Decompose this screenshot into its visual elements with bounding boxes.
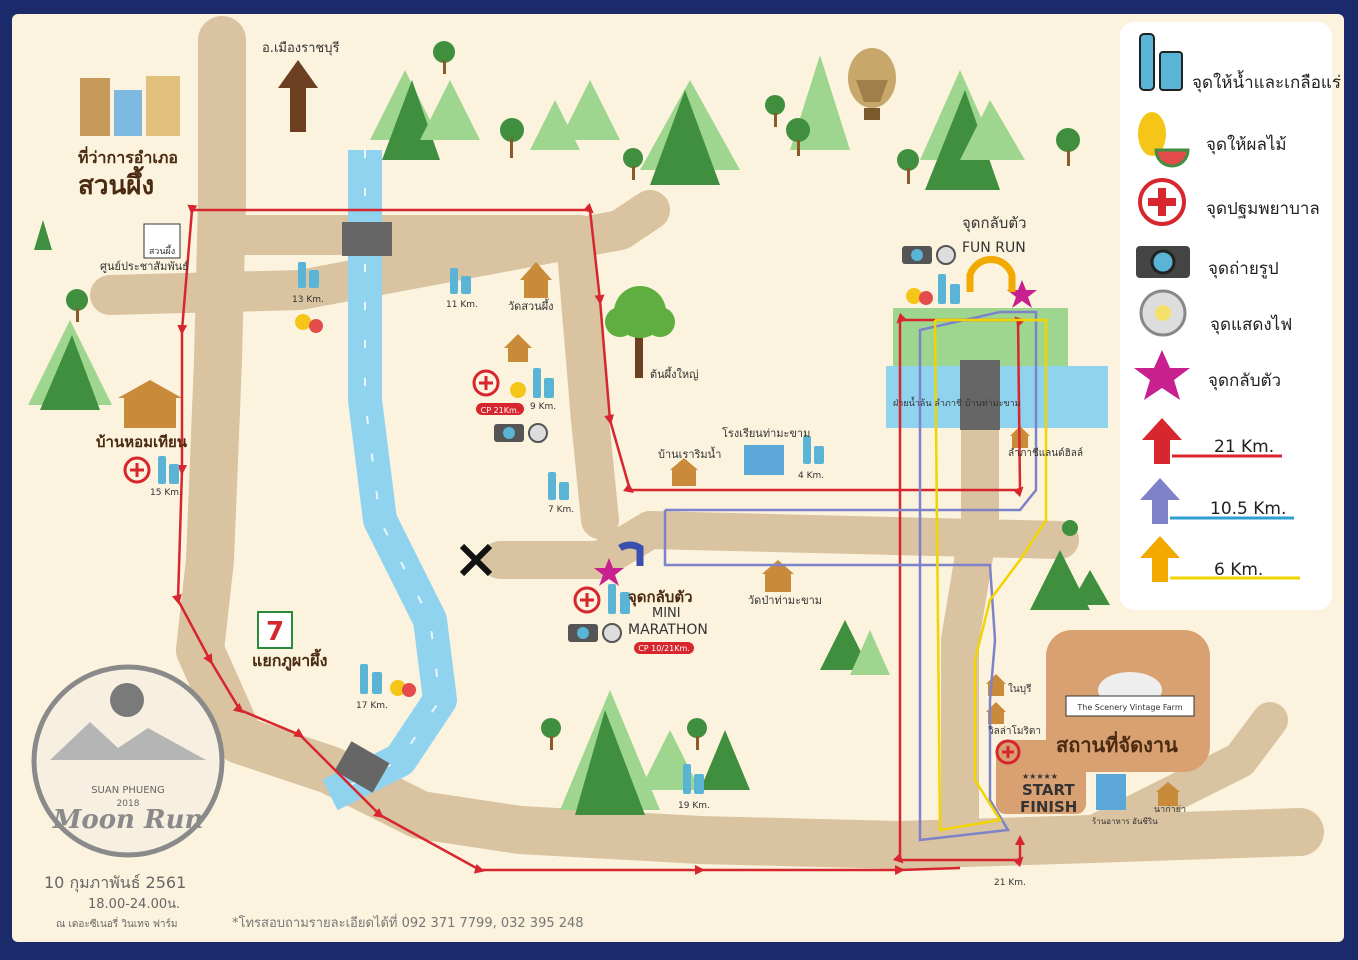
weir — [960, 360, 1000, 430]
i-love-sign-label: สวนผึ้ง — [149, 244, 175, 257]
wat-pa-label: วัดป่าท่ามะขาม — [748, 594, 822, 607]
legend-panel: จุดให้น้ำและเกลือแร่ จุดให้ผลไม้ จุดปฐมพ… — [1120, 22, 1341, 610]
villa-label: วิลล่าโมริตา — [988, 724, 1041, 737]
legend-route-10-5: 10.5 Km. — [1140, 478, 1294, 524]
big-tree-label: ต้นผึ้งใหญ่ — [650, 366, 698, 381]
legend-item-star: จุดกลับตัว — [1134, 350, 1281, 400]
star-icon — [1134, 350, 1190, 400]
event-time: 18.00-24.00น. — [88, 897, 180, 912]
route-6km — [933, 318, 1048, 832]
blue-arrow-icon — [1140, 478, 1180, 524]
water-station-icons — [158, 262, 960, 794]
legend-label-10-5: 10.5 Km. — [1210, 499, 1286, 519]
legend-item-water: จุดให้น้ำและเกลือแร่ — [1139, 33, 1341, 93]
turnaround-star-funrun — [1007, 280, 1037, 308]
bridge-north — [342, 222, 392, 256]
svg-text:7: 7 — [266, 617, 284, 647]
badge-brand: SUAN PHUENG — [91, 785, 165, 796]
legend-label-light: จุดแสดงไฟ — [1210, 314, 1292, 335]
km13-label: 13 Km. — [292, 295, 324, 305]
district-office-buildings-icon — [80, 76, 180, 136]
ban-riverside-label: บ้านเราริมน้ำ — [658, 446, 721, 461]
u-turn-icon-funrun — [966, 256, 1016, 292]
legend-route-21: 21 Km. — [1142, 418, 1282, 464]
cp-mini-badge — [634, 642, 694, 654]
turnaround-star-mini — [594, 558, 624, 586]
km7-label: 7 Km. — [548, 505, 574, 515]
ban-hom-label: บ้านหอมเทียน — [96, 433, 188, 451]
red-arrow-icon — [1142, 418, 1182, 464]
school-label: โรงเรียนท่ามะขาม — [722, 426, 810, 440]
district-office-line1: ที่ว่าการอำเภอ — [78, 146, 178, 167]
ban-burin-label: ในบุรี — [1008, 683, 1032, 695]
school-icon — [744, 445, 784, 475]
moon-run-badge: SUAN PHUENG 2018 Moon Run — [31, 664, 225, 858]
mini-turn-label: จุดกลับตัว — [628, 588, 693, 607]
fun-run-turn-label: จุดกลับตัว — [962, 214, 1027, 233]
finish-label: FINISH — [1020, 798, 1077, 816]
info-center-label: ศูนย์ประชาสัมพันธ์ — [100, 260, 189, 273]
legend-item-light: จุดแสดงไฟ — [1139, 289, 1292, 337]
legend-label-camera: จุดถ่ายรูป — [1208, 259, 1279, 279]
legend-label-6: 6 Km. — [1214, 560, 1263, 580]
event-venue-line: ณ เดอะซีเนอรี่ วินเทจ ฟาร์ม — [56, 916, 178, 930]
fruit-icon — [1138, 112, 1166, 156]
km4-label: 4 Km. — [798, 471, 824, 481]
closed-road-x-icon — [459, 543, 493, 577]
anchin-label: ร้านอาหาร อันชีริน — [1092, 817, 1158, 826]
north-arrow-icon — [278, 60, 318, 132]
legend-item-fruit: จุดให้ผลไม้ — [1138, 112, 1287, 168]
badge-year: 2018 — [117, 799, 140, 809]
cp21-badge — [476, 403, 524, 415]
legend-item-first-aid: จุดปฐมพยาบาล — [1138, 178, 1320, 226]
yellow-arrow-icon — [1140, 536, 1180, 582]
legend-label-21: 21 Km. — [1214, 437, 1274, 457]
lamphachi-label: ลำภาชีแลนด์ฮิลล์ — [1008, 447, 1083, 459]
legend-label-fruit: จุดให้ผลไม้ — [1206, 134, 1287, 155]
mini-label: MINI — [652, 606, 681, 621]
i-love-sign — [143, 223, 181, 259]
route-21km — [178, 210, 1020, 870]
fun-run-label: FUN RUN — [962, 240, 1026, 256]
start-label: START — [1022, 781, 1075, 799]
route-10-5km — [663, 310, 1038, 842]
district-office-line2: สวนผึ้ง — [78, 165, 154, 201]
first-aid-icon — [1138, 178, 1186, 226]
km21-label: 21 Km. — [994, 878, 1026, 888]
unit-stop-label: ฝ่ายน้ำล้น ลำภาชี บ้านท่ามะขาม — [893, 396, 1021, 409]
seven-eleven-junction-label: แยกภูผาผึ้ง — [252, 648, 327, 672]
cp-mini-label: CP 10/21Km. — [638, 644, 690, 653]
event-date: 10 กุมภาพันธ์ 2561 — [44, 873, 186, 893]
km17-label: 17 Km. — [356, 701, 388, 711]
km11-label: 11 Km. — [446, 300, 478, 310]
legend-label-star: จุดกลับตัว — [1208, 371, 1281, 391]
km15-label: 15 Km. — [150, 488, 182, 498]
badge-title: Moon Run — [52, 805, 204, 835]
wat-suan-phueng-label: วัดสวนผึ้ง — [508, 298, 554, 313]
cp21-label: CP 21Km. — [481, 406, 520, 415]
legend-route-6: 6 Km. — [1140, 536, 1300, 582]
first-aid-icons — [123, 369, 1021, 765]
north-direction-label: อ.เมืองราชบุรี — [262, 40, 339, 56]
u-turn-icon-mini — [618, 541, 644, 566]
venue-label: สถานที่จัดงาน — [1056, 730, 1178, 757]
marathon-label: MARATHON — [628, 622, 708, 638]
legend-item-camera: จุดถ่ายรูป — [1136, 246, 1279, 279]
fruit-station-icons — [295, 288, 933, 697]
seven-eleven-logo: 7 — [257, 611, 293, 649]
na-ka-label: นาก่าย่า — [1154, 805, 1186, 815]
start-stars: ★★★★★ — [1022, 772, 1058, 781]
hot-air-balloon-icon — [848, 48, 896, 120]
water-bottle-icon — [1139, 33, 1155, 91]
km19-label: 19 Km. — [678, 801, 710, 811]
anchin-shop-icon — [1096, 774, 1126, 810]
photo-point-icons — [494, 245, 956, 643]
contact-line: *โทรสอบถามรายละเอียดได้ที่ 092 371 7799,… — [232, 914, 584, 931]
km9-label: 9 Km. — [530, 402, 556, 412]
legend-label-first-aid: จุดปฐมพยาบาล — [1206, 199, 1320, 219]
legend-label-water: จุดให้น้ำและเกลือแร่ — [1192, 70, 1341, 93]
farm-banner-label: The Scenery Vintage Farm — [1076, 703, 1182, 712]
